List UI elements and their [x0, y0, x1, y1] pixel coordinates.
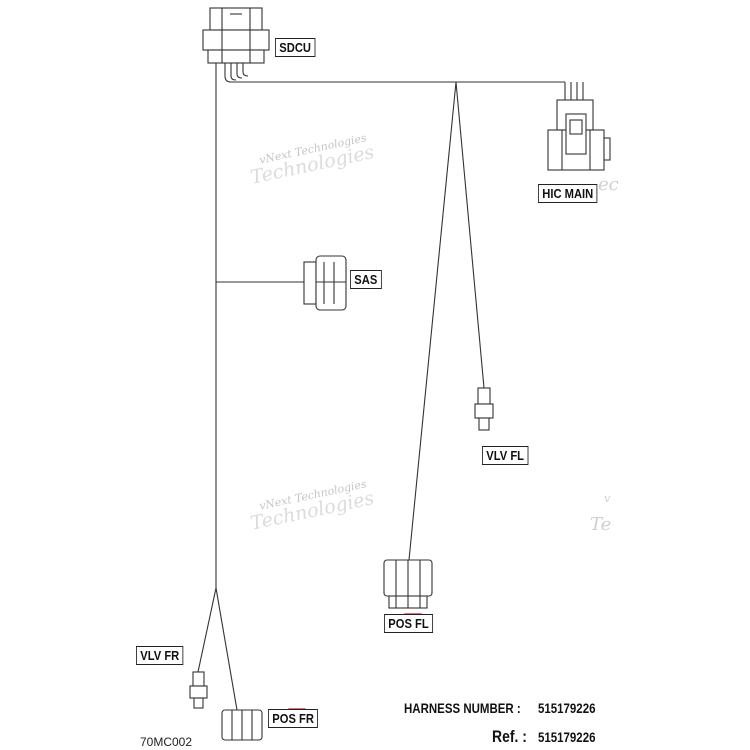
- label-sas: SAS: [350, 270, 382, 289]
- label-sdcu: SDCU: [275, 38, 316, 57]
- wire-to-pos-fr: [215, 587, 238, 711]
- watermark-partial-right-mid: v: [604, 492, 611, 505]
- harness-number-label: HARNESS NUMBER :: [404, 700, 521, 716]
- watermark-partial-right-bottom: Te: [590, 514, 612, 535]
- pos-fr-connector: [221, 709, 263, 741]
- vlv-fl-connector: [474, 387, 494, 431]
- wire-to-vlv-fl: [455, 81, 485, 389]
- label-vlv-fl: VLV FL: [482, 446, 529, 465]
- wire-to-hic-main: [456, 81, 584, 100]
- sdcu-connector: [202, 7, 270, 64]
- pos-fl-connector: [383, 559, 433, 609]
- label-pos-fr: POS FR: [268, 709, 319, 728]
- vlv-fr-connector: [189, 671, 208, 709]
- drawing-code: 70MC002: [140, 735, 193, 749]
- label-vlv-fr: VLV FR: [136, 646, 184, 665]
- wire-to-pos-fl: [408, 81, 457, 561]
- label-pos-fl: POS FL: [384, 614, 433, 633]
- wire-to-vlv-fr: [197, 587, 217, 673]
- hic-main-connector: [547, 99, 611, 171]
- wire-sdcu-leads: [224, 62, 456, 83]
- ref-value: 515179226: [538, 729, 596, 745]
- watermark-partial-right-top: ec: [598, 174, 619, 195]
- label-hic-main: HIC MAIN: [538, 184, 598, 203]
- sas-connector: [303, 255, 347, 311]
- ref-label: Ref. :: [492, 727, 527, 746]
- harness-number-value: 515179226: [538, 700, 596, 716]
